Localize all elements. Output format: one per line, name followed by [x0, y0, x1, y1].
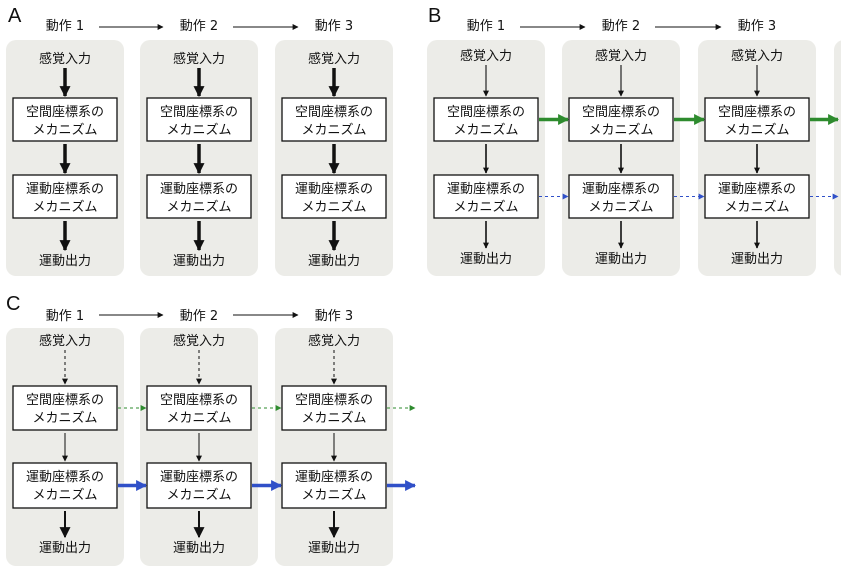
motor-mechanism-box	[281, 462, 387, 509]
panel-letter: C	[6, 293, 20, 315]
action-label-2: 動作 2	[602, 19, 640, 34]
spatial-mechanism-box	[146, 385, 252, 431]
motor-output-label: 運動出力	[308, 541, 360, 556]
motor-box-line1: 運動座標系の	[26, 182, 104, 197]
action-label-3: 動作 3	[315, 309, 353, 324]
motor-box-line2: メカニズム	[453, 199, 518, 215]
motor-output-label: 運動出力	[731, 252, 783, 267]
motor-box-line2: メカニズム	[166, 199, 231, 215]
spatial-mechanism-box	[281, 97, 387, 142]
spatial-box-line1: 空間座標系の	[295, 105, 373, 120]
action-label-2: 動作 2	[180, 19, 218, 34]
action-label-3: 動作 3	[738, 19, 776, 34]
action-stage-next	[834, 40, 841, 276]
spatial-box-line2: メカニズム	[724, 122, 789, 138]
panel-letter: A	[8, 5, 22, 27]
motor-box-line2: メカニズム	[301, 487, 366, 503]
motor-box-line2: メカニズム	[724, 199, 789, 215]
motor-box-line2: メカニズム	[166, 487, 231, 503]
motor-box-line2: メカニズム	[32, 487, 97, 503]
spatial-box-line1: 空間座標系の	[447, 105, 525, 120]
spatial-box-line1: 空間座標系の	[26, 393, 104, 408]
spatial-box-line2: メカニズム	[301, 410, 366, 426]
motor-box-line1: 運動座標系の	[26, 470, 104, 485]
motor-box-line1: 運動座標系の	[718, 182, 796, 197]
motor-mechanism-box	[433, 174, 539, 219]
spatial-mechanism-box	[568, 97, 674, 142]
spatial-mechanism-box	[146, 97, 252, 142]
motor-output-label: 運動出力	[173, 541, 225, 556]
motor-box-line2: メカニズム	[588, 199, 653, 215]
spatial-box-line2: メカニズム	[588, 122, 653, 138]
spatial-mechanism-box	[281, 385, 387, 431]
spatial-mechanism-box	[433, 97, 539, 142]
spatial-box-line2: メカニズム	[32, 122, 97, 138]
sensory-input-label: 感覚入力	[595, 48, 647, 64]
sensory-input-label: 感覚入力	[308, 333, 360, 349]
action-label-3: 動作 3	[315, 19, 353, 34]
sensory-input-label: 感覚入力	[308, 51, 360, 67]
motor-box-line1: 運動座標系の	[295, 182, 373, 197]
action-label-1: 動作 1	[46, 309, 84, 324]
motor-box-line1: 運動座標系の	[582, 182, 660, 197]
action-label-1: 動作 1	[467, 19, 505, 34]
panel-letter: B	[428, 5, 441, 27]
sensory-input-label: 感覚入力	[173, 333, 225, 349]
spatial-box-line1: 空間座標系の	[160, 393, 238, 408]
spatial-mechanism-box	[12, 385, 118, 431]
sensory-input-label: 感覚入力	[39, 333, 91, 349]
motor-output-label: 運動出力	[39, 254, 91, 269]
sensory-input-label: 感覚入力	[731, 48, 783, 64]
motor-box-line1: 運動座標系の	[160, 470, 238, 485]
spatial-mechanism-box	[704, 97, 810, 142]
spatial-box-line2: メカニズム	[166, 410, 231, 426]
motor-mechanism-box	[12, 174, 118, 219]
motor-box-line1: 運動座標系の	[160, 182, 238, 197]
spatial-box-line2: メカニズム	[166, 122, 231, 138]
motor-output-label: 運動出力	[595, 252, 647, 267]
motor-box-line1: 運動座標系の	[295, 470, 373, 485]
motor-mechanism-box	[146, 174, 252, 219]
spatial-box-line1: 空間座標系の	[160, 105, 238, 120]
spatial-box-line2: メカニズム	[301, 122, 366, 138]
motor-box-line1: 運動座標系の	[447, 182, 525, 197]
motor-mechanism-box	[704, 174, 810, 219]
motor-box-line2: メカニズム	[301, 199, 366, 215]
sensory-input-label: 感覚入力	[39, 51, 91, 67]
motor-box-line2: メカニズム	[32, 199, 97, 215]
spatial-box-line1: 空間座標系の	[295, 393, 373, 408]
motor-output-label: 運動出力	[308, 254, 360, 269]
action-label-2: 動作 2	[180, 309, 218, 324]
motor-output-label: 運動出力	[39, 541, 91, 556]
spatial-mechanism-box	[12, 97, 118, 142]
sensory-input-label: 感覚入力	[460, 48, 512, 64]
motor-mechanism-box	[146, 462, 252, 509]
spatial-box-line2: メカニズム	[453, 122, 518, 138]
spatial-box-line1: 空間座標系の	[718, 105, 796, 120]
motor-mechanism-box	[12, 462, 118, 509]
action-label-1: 動作 1	[46, 19, 84, 34]
spatial-box-line1: 空間座標系の	[582, 105, 660, 120]
motor-mechanism-box	[281, 174, 387, 219]
motor-mechanism-box	[568, 174, 674, 219]
sensory-input-label: 感覚入力	[173, 51, 225, 67]
spatial-box-line1: 空間座標系の	[26, 105, 104, 120]
spatial-box-line2: メカニズム	[32, 410, 97, 426]
motor-output-label: 運動出力	[173, 254, 225, 269]
motor-output-label: 運動出力	[460, 252, 512, 267]
